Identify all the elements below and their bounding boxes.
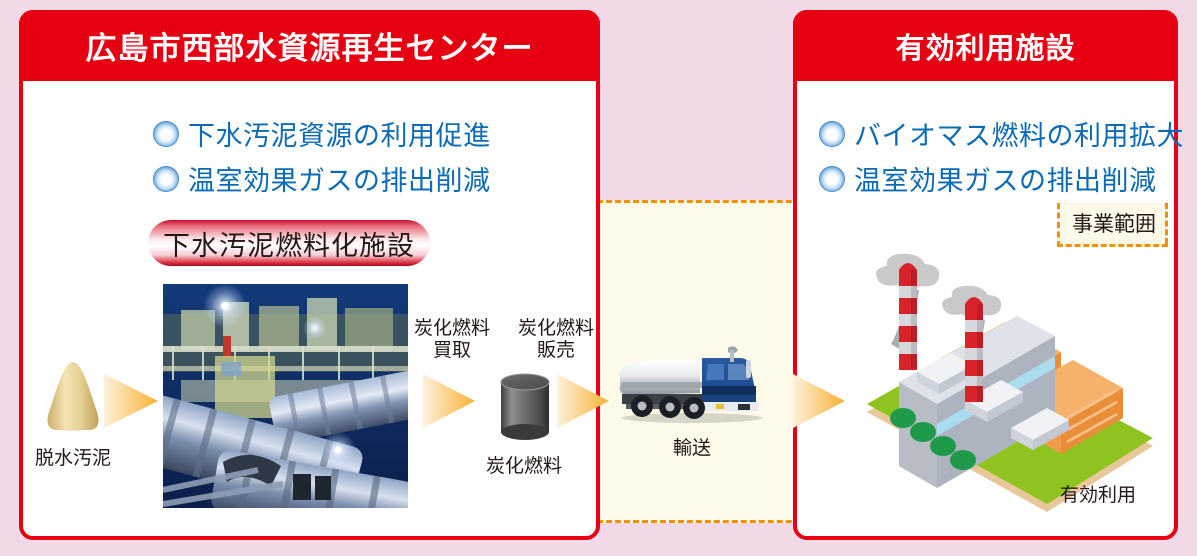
utilization-label-wrap: 有効利用: [1060, 480, 1136, 507]
flow-caption-buy-line2: 買取: [433, 339, 472, 361]
flow-caption-buy: 炭化燃料 買取: [414, 318, 490, 362]
arrow-truck-to-plant: [793, 366, 849, 441]
transport-group: 輸送: [612, 338, 772, 459]
blue-sphere-bullet-icon: [153, 120, 179, 147]
tanker-truck-icon: [619, 346, 762, 423]
flow-caption-buy-line1: 炭化燃料: [414, 318, 491, 339]
facility-photo: [163, 284, 408, 508]
transport-label: 輸送: [672, 438, 711, 459]
blue-sphere-bullet-icon: [819, 165, 845, 192]
flow-caption-sell-line2: 販売: [537, 339, 576, 361]
bullet-label: 温室効果ガスの排出削減: [854, 166, 1157, 196]
bullet-item: バイオマス燃料の利用拡大: [819, 114, 1184, 153]
sludge-fuel-facility-label: 下水汚泥燃料化施設: [163, 230, 415, 261]
industrial-plant-icon: [867, 253, 1153, 512]
right-panel-bullet-list: バイオマス燃料の利用拡大 温室効果ガスの排出削減: [819, 114, 1184, 198]
bullet-item: 温室効果ガスの排出削減: [819, 159, 1184, 198]
utilization-label: 有効利用: [1060, 485, 1137, 506]
dewatered-sludge-group: 脱水汚泥: [27, 358, 119, 469]
business-scope-tag-label: 事業範囲: [1072, 213, 1156, 236]
bullet-label: 温室効果ガスの排出削減: [188, 166, 491, 196]
right-panel-title: 有効利用施設: [895, 32, 1076, 65]
sludge-fuel-facility-pill: 下水汚泥燃料化施設: [148, 220, 430, 266]
left-panel-header: 広島市西部水資源再生センター: [19, 10, 600, 81]
sludge-cone-icon: [47, 362, 99, 431]
carbonized-fuel-cylinder-icon: [500, 373, 550, 440]
bullet-item: 温室効果ガスの排出削減: [153, 159, 491, 198]
left-panel-title: 広島市西部水資源再生センター: [85, 31, 534, 66]
carbonized-fuel-group: 炭化燃料: [478, 368, 570, 477]
carbonized-fuel-label: 炭化燃料: [485, 456, 562, 477]
arrow-facility-to-fuel: [423, 366, 479, 441]
bullet-item: 下水汚泥資源の利用促進: [153, 114, 491, 153]
flow-caption-sell: 炭化燃料 販売: [518, 318, 594, 362]
business-scope-tag: 事業範囲: [1057, 203, 1168, 247]
left-panel: 広島市西部水資源再生センター 下水汚泥資源の利用促進 温室効果ガスの排出削減: [19, 10, 600, 540]
utilization-plant-group: [855, 232, 1165, 512]
flow-caption-sell-line1: 炭化燃料: [518, 318, 595, 339]
bullet-label: 下水汚泥資源の利用促進: [188, 121, 491, 151]
arrow-sludge-to-facility: [104, 366, 162, 441]
dewatered-sludge-label: 脱水汚泥: [34, 448, 111, 469]
blue-sphere-bullet-icon: [819, 120, 845, 147]
bullet-label: バイオマス燃料の利用拡大: [854, 121, 1184, 151]
blue-sphere-bullet-icon: [153, 165, 179, 192]
arrow-fuel-to-truck: [557, 366, 613, 441]
right-panel-header: 有効利用施設: [793, 10, 1178, 81]
left-panel-bullet-list: 下水汚泥資源の利用促進 温室効果ガスの排出削減: [153, 114, 491, 198]
